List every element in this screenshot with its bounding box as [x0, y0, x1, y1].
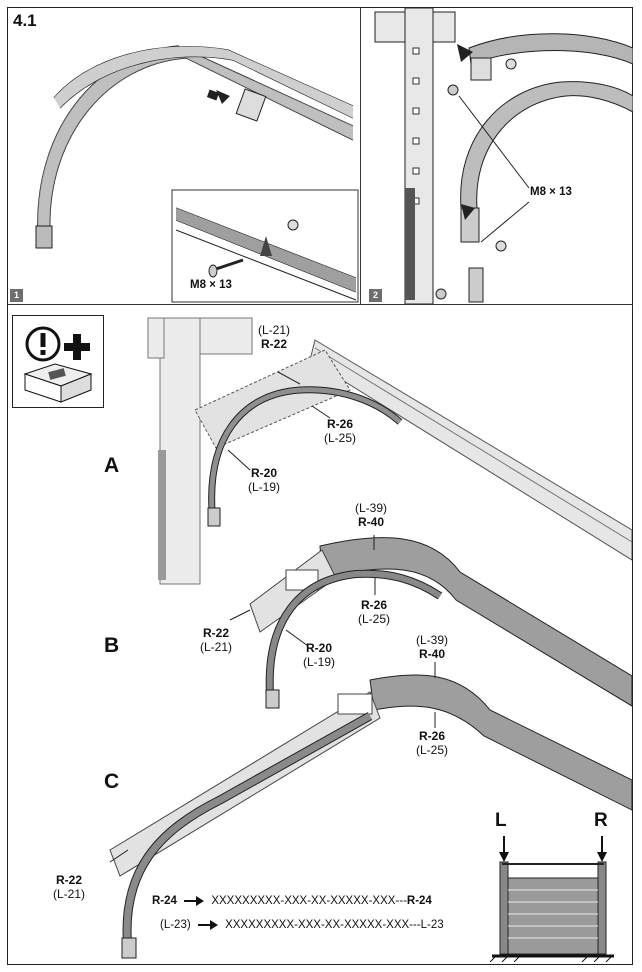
bolt-label-panel-1: M8 × 13 — [190, 279, 232, 291]
notice-accessory-icon — [23, 326, 93, 403]
label-a-r20: R-20(L-19) — [248, 466, 281, 494]
code-right-end: R-24 — [406, 895, 432, 907]
label-c-r22: R-22(L-21) — [53, 873, 86, 901]
panel-number-1: 1 — [10, 289, 23, 302]
label-a-r22: (L-21)R-22 — [258, 323, 291, 351]
label-c-r40: (L-39)R-40 — [416, 633, 449, 661]
panel-number-2: 2 — [369, 289, 382, 302]
label-b-r40: (L-39)R-40 — [355, 501, 388, 529]
code-left-label: (L-23) — [160, 919, 191, 931]
panel-1-illustration — [35, 45, 359, 303]
code-right-label: R-24 — [152, 895, 177, 907]
code-left-end: L-23 — [420, 919, 444, 931]
arrow-right-icon — [184, 895, 205, 906]
code-row-right: R-24 XXXXXXXXX-XXX-XX-XXXXX-XXX---R-24 — [152, 895, 432, 907]
label-b-r20: R-20(L-19) — [303, 641, 336, 669]
track-assembly-illustration — [109, 317, 632, 959]
label-b-r22: R-22(L-21) — [200, 626, 233, 654]
code-row-left: (L-23) XXXXXXXXX-XXX-XX-XXXXX-XXX---L-23 — [160, 919, 444, 931]
code-right-value: XXXXXXXXX-XXX-XX-XXXXX-XXX--- — [211, 895, 407, 907]
row-letter-b: B — [104, 634, 120, 657]
label-b-r26: R-26(L-25) — [358, 598, 391, 626]
label-c-r26: R-26(L-25) — [416, 729, 449, 757]
panel-divider — [360, 8, 361, 304]
door-right-letter: R — [594, 810, 608, 831]
code-left-value: XXXXXXXXX-XXX-XX-XXXXX-XXX--- — [225, 919, 421, 931]
section-number: 4.1 — [13, 11, 37, 30]
page-frame — [7, 7, 633, 965]
row-letter-c: C — [104, 770, 120, 793]
bolt-label-panel-2: M8 × 13 — [530, 186, 572, 198]
door-left-letter: L — [495, 810, 507, 831]
door-diagram: L R — [488, 806, 624, 962]
panel-2-illustration — [374, 8, 633, 304]
section-divider — [8, 304, 633, 305]
label-a-r26: R-26(L-25) — [324, 417, 357, 445]
door-front-view-icon — [489, 836, 614, 962]
row-letter-a: A — [104, 454, 120, 477]
notice-box — [12, 315, 104, 408]
arrow-right-icon — [197, 919, 218, 930]
